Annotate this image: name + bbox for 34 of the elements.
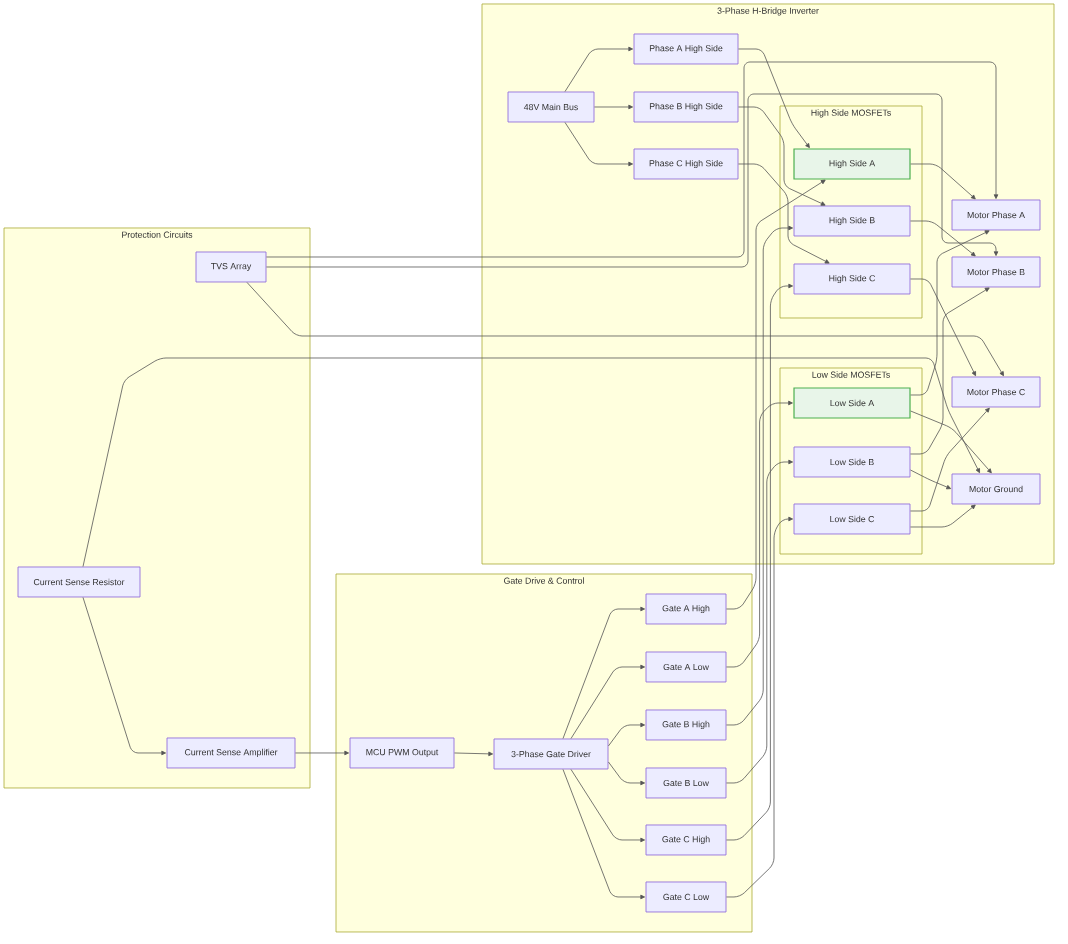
arrow [454,751,493,757]
arrow [82,357,980,567]
arrow [910,287,990,455]
arrow [910,230,990,396]
arrow [564,46,633,92]
arrow [82,597,166,756]
arrow [910,504,976,528]
arrow [738,163,830,264]
arrow [594,104,633,110]
arrow [246,282,1004,377]
arrow [738,106,826,206]
arrow [726,459,793,784]
arrow [564,122,633,167]
arrow [910,220,976,257]
arrow [910,407,990,512]
arrow [295,750,349,756]
arrow [562,606,645,739]
arrow [910,410,992,474]
arrow [910,163,976,200]
arrow [266,61,999,258]
arrow [562,769,645,900]
arrow [266,93,999,268]
arrow [608,761,645,786]
arrow [570,769,645,843]
arrow [608,722,645,747]
arrow [726,516,793,898]
arrow [726,225,793,726]
arrow [726,179,826,610]
arrow [738,48,810,148]
arrow [726,283,793,841]
arrow [910,278,976,377]
arrow [726,400,793,668]
arrow [570,664,645,739]
arrow [910,469,952,490]
